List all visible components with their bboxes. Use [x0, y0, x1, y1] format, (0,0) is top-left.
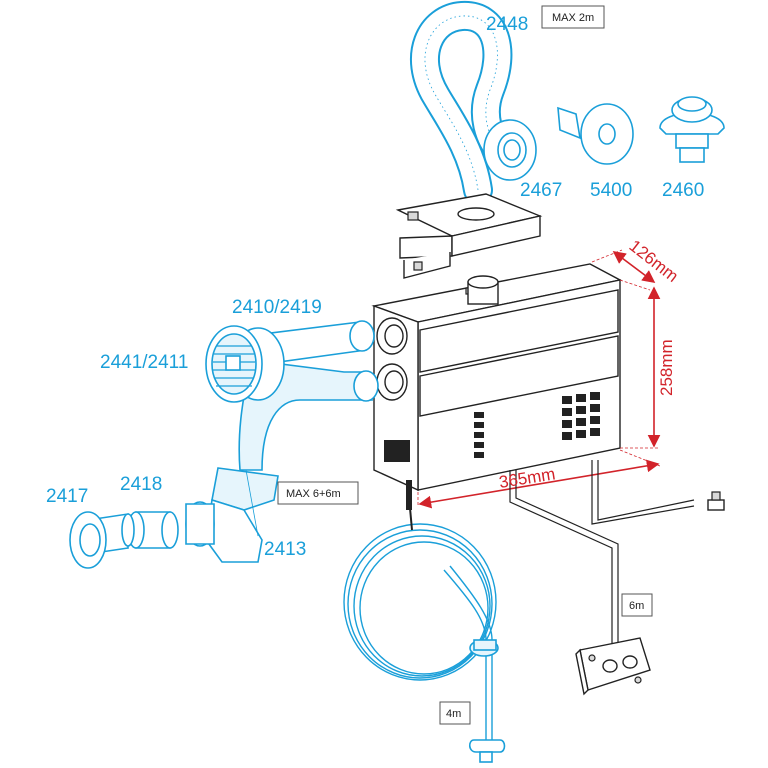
outlet-5400: [557, 103, 634, 165]
note-max-2m: MAX 2m: [541, 5, 605, 29]
flange-2417: [69, 511, 135, 569]
grille-2441: [205, 325, 285, 403]
note-cable-4m: 4m: [439, 701, 471, 725]
outlet-2467: [483, 119, 537, 181]
dimension-lines: [417, 249, 661, 509]
outlet-2460: [659, 96, 725, 163]
dimension-depth: 126mm: [626, 236, 682, 286]
note-cable-6m: 6m: [621, 593, 653, 617]
fuse: [707, 491, 725, 511]
coiled-line: [343, 507, 506, 763]
note-max-6-6m: MAX 6+6m: [277, 481, 359, 505]
label-2417: 2417: [46, 486, 88, 507]
label-2448: 2448: [486, 14, 528, 35]
svg-text:6m: 6m: [629, 600, 644, 612]
label-2467: 2467: [520, 180, 562, 201]
label-5400: 5400: [590, 180, 632, 201]
dimension-height: 258mm: [657, 339, 676, 396]
leader-lines: [245, 469, 259, 537]
control-panel: [575, 637, 651, 696]
type-label: [384, 440, 410, 462]
svg-text:MAX 6+6m: MAX 6+6m: [286, 488, 341, 500]
mounting-bracket: [395, 193, 543, 279]
svg-text:MAX 2m: MAX 2m: [552, 12, 594, 24]
label-2410-2419: 2410/2419: [232, 297, 322, 318]
label-2441-2411: 2441/2411: [100, 352, 188, 373]
sleeve-2418: [127, 511, 179, 549]
label-2413: 2413: [264, 539, 306, 560]
heater-unit: [371, 263, 623, 510]
svg-text:4m: 4m: [446, 708, 461, 720]
hose-2448: [410, 1, 515, 205]
label-2460: 2460: [662, 180, 704, 201]
control-cable: [509, 460, 695, 644]
label-2418: 2418: [120, 474, 162, 495]
